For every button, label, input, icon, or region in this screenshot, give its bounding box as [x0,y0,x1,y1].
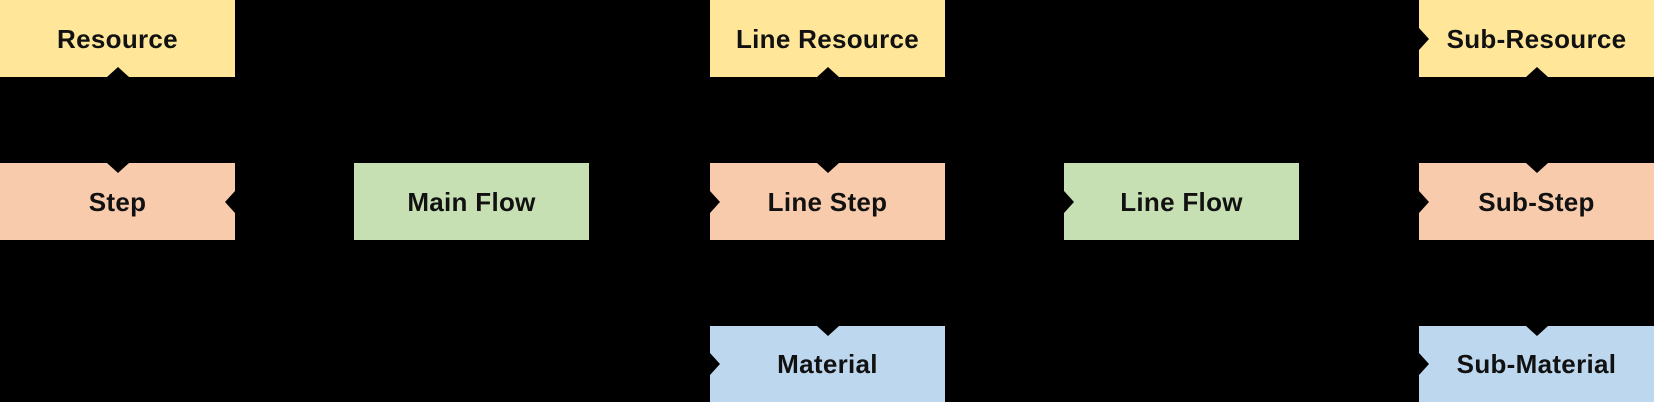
node-material[interactable]: Material [710,326,945,402]
node-resource[interactable]: Resource [0,0,235,77]
arrowhead-down-icon [816,326,839,336]
arrowhead-down-icon [816,163,839,173]
node-line-resource[interactable]: Line Resource [710,0,945,77]
node-label: Line Resource [735,23,920,54]
node-line-flow[interactable]: Line Flow [1064,163,1299,240]
arrowhead-up-icon [106,67,129,77]
arrowhead-down-icon [106,163,129,173]
arrowhead-down-icon [1525,163,1548,173]
node-label: Step [88,186,147,217]
node-sub-material[interactable]: Sub-Material [1419,326,1654,402]
node-main-flow[interactable]: Main Flow [354,163,589,240]
node-label: Sub-Step [1478,186,1595,217]
node-label: Sub-Resource [1446,23,1627,54]
arrowhead-down-icon [1525,326,1548,336]
arrowhead-right-icon [710,190,720,213]
node-label: Line Flow [1120,186,1243,217]
arrowhead-up-icon [1525,67,1548,77]
arrowhead-right-icon [1419,27,1429,50]
node-sub-step[interactable]: Sub-Step [1419,163,1654,240]
node-line-step[interactable]: Line Step [710,163,945,240]
arrowhead-right-icon [1419,190,1429,213]
node-label: Material [777,349,878,379]
node-label: Main Flow [407,186,536,217]
node-label: Sub-Material [1456,349,1617,379]
node-label: Resource [57,23,178,54]
node-step[interactable]: Step [0,163,235,240]
node-label: Line Step [767,186,888,217]
arrowhead-right-icon [1419,353,1429,375]
arrowhead-right-icon [710,353,720,375]
arrowhead-up-icon [816,67,839,77]
arrowhead-left-icon [225,190,235,213]
arrowhead-right-icon [1064,190,1074,213]
node-sub-resource[interactable]: Sub-Resource [1419,0,1654,77]
